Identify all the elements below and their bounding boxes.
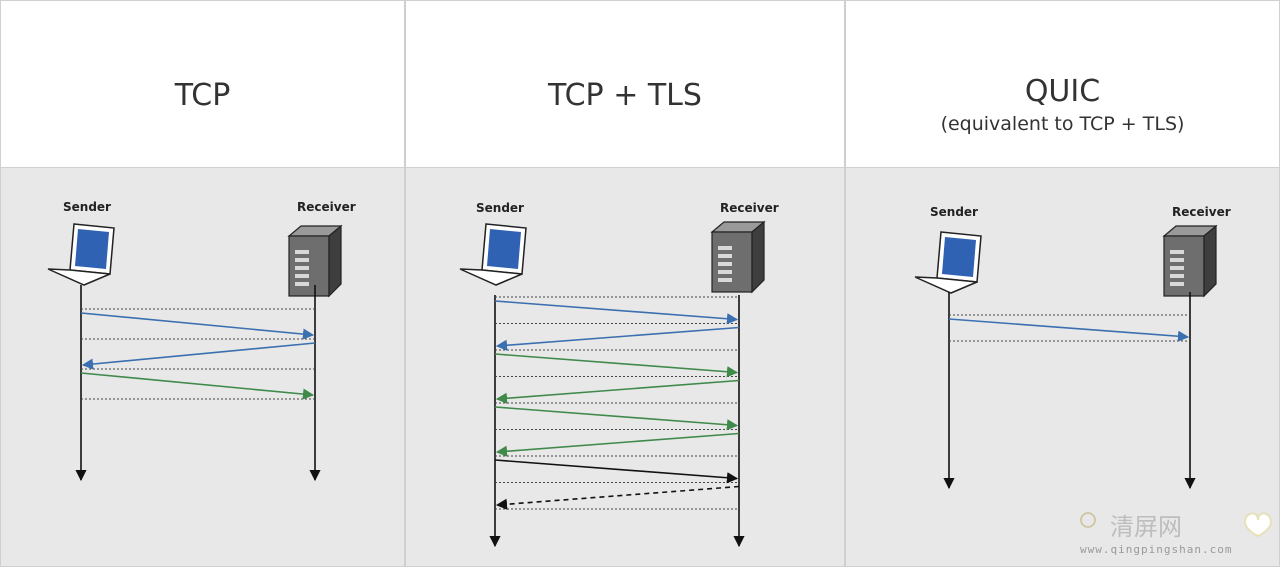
message-arrow (495, 326, 740, 351)
message-arrow (494, 353, 739, 378)
message-arrow (494, 406, 739, 431)
message-arrow (494, 459, 739, 484)
server-icon (710, 220, 766, 294)
panel-subtitle: (equivalent to TCP + TLS) (940, 113, 1185, 135)
header-divider (0, 167, 1280, 168)
receiver-label: Receiver (1172, 205, 1231, 219)
panel-title: TCP + TLS (548, 78, 702, 113)
server-icon (1162, 224, 1218, 298)
message-arrow (494, 300, 739, 325)
server-icon (287, 224, 343, 298)
laptop-icon (914, 231, 982, 294)
message-arrow (495, 485, 740, 510)
panel-body (405, 168, 845, 567)
message-arrow (81, 342, 316, 370)
panel-divider (404, 0, 406, 567)
panel-header (0, 0, 405, 168)
sender-label: Sender (930, 205, 978, 219)
panel-title: QUIC (1024, 74, 1101, 109)
watermark-text: 清屏网 (1110, 513, 1182, 541)
panel-title: TCP (174, 78, 231, 113)
sender-label: Sender (476, 201, 524, 215)
laptop-icon (47, 223, 115, 286)
message-arrow (80, 372, 315, 400)
heart-icon (1243, 512, 1273, 538)
message-arrow (495, 379, 740, 404)
panel-divider (844, 0, 846, 567)
panel-header (405, 0, 845, 168)
panel-header (845, 0, 1280, 168)
receiver-label: Receiver (297, 200, 356, 214)
message-arrow (495, 432, 740, 457)
panel-tcp-tls: TCP + TLS Sender Receiver (405, 0, 845, 567)
message-arrow (80, 312, 315, 340)
laptop-icon (459, 223, 527, 286)
panel-quic: QUIC (equivalent to TCP + TLS) Sender Re… (845, 0, 1280, 567)
flower-icon (1080, 512, 1096, 528)
sender-label: Sender (63, 200, 111, 214)
message-arrow (948, 318, 1190, 342)
watermark-url: www.qingpingshan.com (1080, 543, 1233, 556)
receiver-label: Receiver (720, 201, 779, 215)
